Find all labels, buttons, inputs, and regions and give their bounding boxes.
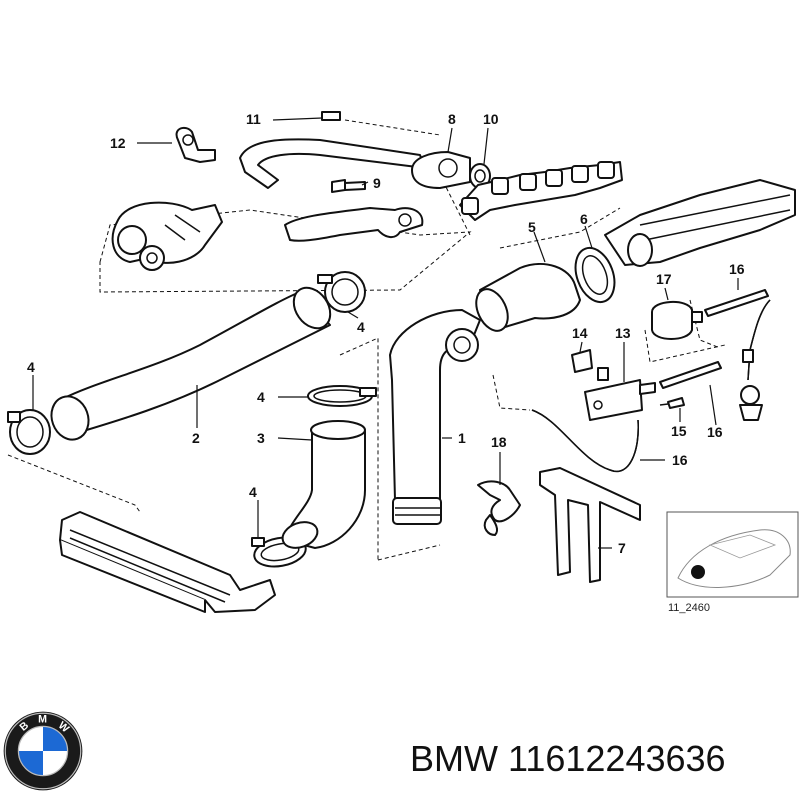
callout-6: 6 (580, 211, 588, 227)
callout-1: 1 (458, 430, 466, 446)
callout-4-upper: 4 (357, 319, 365, 335)
caption-part-number: 11612243636 (508, 738, 726, 779)
assembly-guide-lines (7, 119, 726, 561)
callout-14: 14 (572, 325, 588, 341)
callout-18: 18 (491, 434, 507, 450)
callout-12: 13 (615, 325, 631, 341)
part-16-vacuum-hose-mid (659, 361, 722, 389)
caption-brand: BMW (410, 738, 498, 779)
part-1-charge-pipe (389, 309, 481, 525)
part-16-vacuum-hose-long (531, 409, 639, 473)
vacuum-line-with-valve (739, 299, 771, 421)
callout-16-mid: 16 (707, 424, 723, 440)
turbocharger (111, 201, 223, 271)
part-6-connector-ring (574, 246, 616, 304)
callout-11: 12 (110, 135, 126, 151)
part-18-cable-holder (477, 480, 521, 536)
part-12-pressure-converter (584, 379, 656, 421)
callout-4-left: 4 (27, 359, 35, 375)
callout-4-middle: 4 (257, 389, 265, 405)
callout-8: 9 (373, 175, 381, 191)
exhaust-manifold (459, 161, 623, 221)
part-10-oil-pipe (239, 111, 426, 189)
bmw-logo: B M W (3, 711, 83, 791)
callout-15: 15 (671, 423, 687, 439)
inset-code: 11_2460 (668, 602, 710, 614)
callout-10: 11 (246, 111, 261, 127)
part-3-elbow-hose (281, 420, 366, 549)
part-5-connector-pipe (475, 263, 581, 332)
part-16-vacuum-hose-top (704, 289, 769, 317)
intake-manifold (604, 179, 796, 267)
vehicle-location-inset: 11_2460 (666, 511, 799, 614)
part-15-screw (659, 397, 685, 409)
callout-9: 10 (483, 111, 499, 127)
callout-17: 17 (656, 271, 672, 287)
callout-7: 8 (448, 111, 456, 127)
callout-13: 7 (618, 540, 626, 556)
part-7-flange (411, 151, 471, 189)
callout-16-bottom: 16 (672, 452, 688, 468)
callout-3: 3 (257, 430, 265, 446)
part-2-intake-hose (50, 286, 332, 441)
callout-4-lower: 4 (249, 484, 257, 500)
leader-lines (32, 117, 739, 549)
callout-labels: 12 11 8 10 9 5 6 4 4 2 4 3 4 1 17 16 14 … (27, 111, 745, 556)
part-17-filter (651, 301, 703, 340)
car-outline (677, 529, 791, 588)
callout-2: 2 (192, 430, 200, 446)
part-caption: BMW 11612243636 (410, 738, 726, 780)
callout-5: 5 (528, 219, 536, 235)
part-4-hose-clamp-upper (317, 271, 366, 313)
intercooler (59, 511, 276, 613)
part-13-bracket (539, 467, 641, 583)
part-14-valve (571, 349, 609, 381)
part-11-clamp (175, 126, 216, 163)
part-8-bolt (331, 179, 366, 193)
part-4-hose-clamp-middle (307, 385, 377, 407)
oil-return-pipe (284, 207, 424, 242)
svg-text:M: M (38, 713, 47, 725)
callout-16-top: 16 (729, 261, 745, 277)
part-4-hose-clamp-left (7, 409, 51, 455)
location-marker (691, 565, 705, 579)
